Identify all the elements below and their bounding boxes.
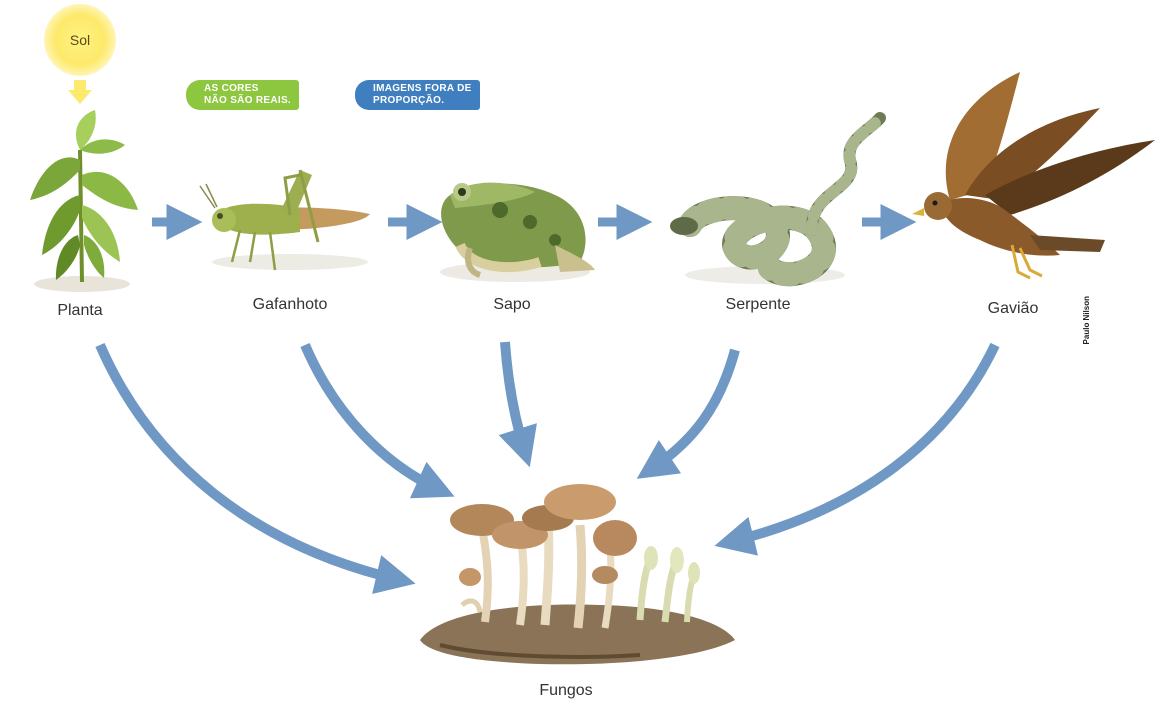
label-hawk: Gavião xyxy=(988,300,1039,318)
sun-label: Sol xyxy=(70,32,90,48)
label-grasshopper: Gafanhoto xyxy=(253,296,328,314)
mushroom-icon xyxy=(420,484,735,664)
arrow-grasshopper-to-fungi xyxy=(305,345,440,490)
plant-icon xyxy=(30,110,138,292)
arrow-hawk-to-fungi xyxy=(730,345,995,542)
label-plant: Planta xyxy=(57,302,102,320)
badge-colors-line1: AS CORES xyxy=(204,83,291,95)
illustrator-credit: Paulo Nilson xyxy=(1082,296,1091,344)
arrow-plant-to-fungi xyxy=(100,345,400,580)
snake-icon xyxy=(670,118,880,284)
arrow-frog-to-fungi xyxy=(505,342,525,452)
hawk-icon xyxy=(912,72,1155,278)
label-frog: Sapo xyxy=(493,296,530,314)
grasshopper-icon xyxy=(200,170,370,270)
badge-scale-line1: IMAGENS FORA DE xyxy=(373,83,472,95)
sun-arrow xyxy=(68,80,92,104)
badge-scale-line2: PROPORÇÃO. xyxy=(373,95,472,107)
frog-icon xyxy=(440,183,595,282)
label-snake: Serpente xyxy=(726,296,791,314)
badge-colors-not-real: AS CORES NÃO SÃO REAIS. xyxy=(186,80,299,110)
badge-out-of-proportion: IMAGENS FORA DE PROPORÇÃO. xyxy=(355,80,480,110)
badge-colors-line2: NÃO SÃO REAIS. xyxy=(204,95,291,107)
label-fungi: Fungos xyxy=(539,682,592,700)
arrow-snake-to-fungi xyxy=(650,350,735,470)
sun-icon xyxy=(44,4,116,104)
